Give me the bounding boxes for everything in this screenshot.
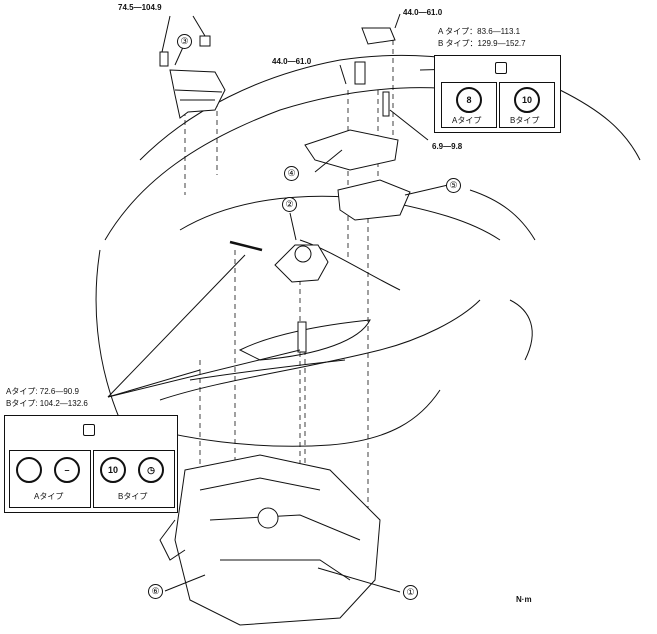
bracket-4 — [304, 129, 399, 171]
bolt-icon — [495, 62, 507, 74]
type-b-panel-left: 10 ◷ Bタイプ — [93, 450, 175, 508]
torque-label-top-right: 44.0—61.0 — [403, 8, 443, 17]
radiator-line — [299, 239, 401, 291]
fender-right — [469, 189, 536, 241]
mount-2 — [274, 244, 329, 283]
bolt-type-box-top: 8 Aタイプ 10 Bタイプ — [434, 55, 561, 133]
type-a-panel-top: 8 Aタイプ — [441, 82, 497, 128]
bolt-icon — [83, 424, 95, 436]
valance — [189, 359, 346, 381]
callout-2: ② — [282, 197, 297, 212]
callout-4: ④ — [284, 166, 299, 181]
type-b-panel-top: 10 Bタイプ — [499, 82, 555, 128]
spec-type-a-left: Aタイプ: 72.6—90.9 — [6, 387, 79, 396]
torque-label-center: 44.0—61.0 — [272, 57, 312, 66]
type-a-panel-left: – Aタイプ — [9, 450, 91, 508]
spec-type-a-top: A タイプ：83.6—113.1 — [438, 27, 521, 36]
type-a-caption-left: Aタイプ — [34, 492, 64, 501]
callout-1: ① — [403, 585, 418, 600]
callout-3: ③ — [177, 34, 192, 49]
wheel-arch — [509, 299, 533, 361]
torque-label-small-bolt: 6.9—9.8 — [432, 142, 463, 151]
grille-curve — [159, 299, 481, 401]
head-mark-10-left: 10 — [100, 457, 126, 483]
headlight — [238, 319, 371, 361]
type-b-caption-left: Bタイプ — [118, 492, 148, 501]
type-b-caption-top: Bタイプ — [510, 116, 540, 125]
type-a-caption-top: Aタイプ — [452, 116, 482, 125]
spec-type-b-top: B タイプ：129.9—152.7 — [438, 39, 526, 48]
head-mark-dash: – — [54, 457, 80, 483]
head-mark-plain — [16, 457, 42, 483]
callout-6: ⑥ — [148, 584, 163, 599]
bolt-type-box-left: – Aタイプ 10 ◷ Bタイプ — [4, 415, 178, 513]
fender-left — [95, 249, 121, 421]
engine — [174, 454, 381, 626]
head-mark-10: 10 — [514, 87, 540, 113]
bracket-5 — [337, 179, 411, 221]
spec-type-b-left: Bタイプ: 104.2—132.6 — [6, 399, 88, 408]
unit-label: N·m — [516, 595, 532, 604]
callout-5: ⑤ — [446, 178, 461, 193]
torque-label-mount-3: 74.5—104.9 — [118, 3, 162, 12]
head-mark-clock: ◷ — [138, 457, 164, 483]
head-mark-8: 8 — [456, 87, 482, 113]
mount-3 — [169, 69, 226, 119]
